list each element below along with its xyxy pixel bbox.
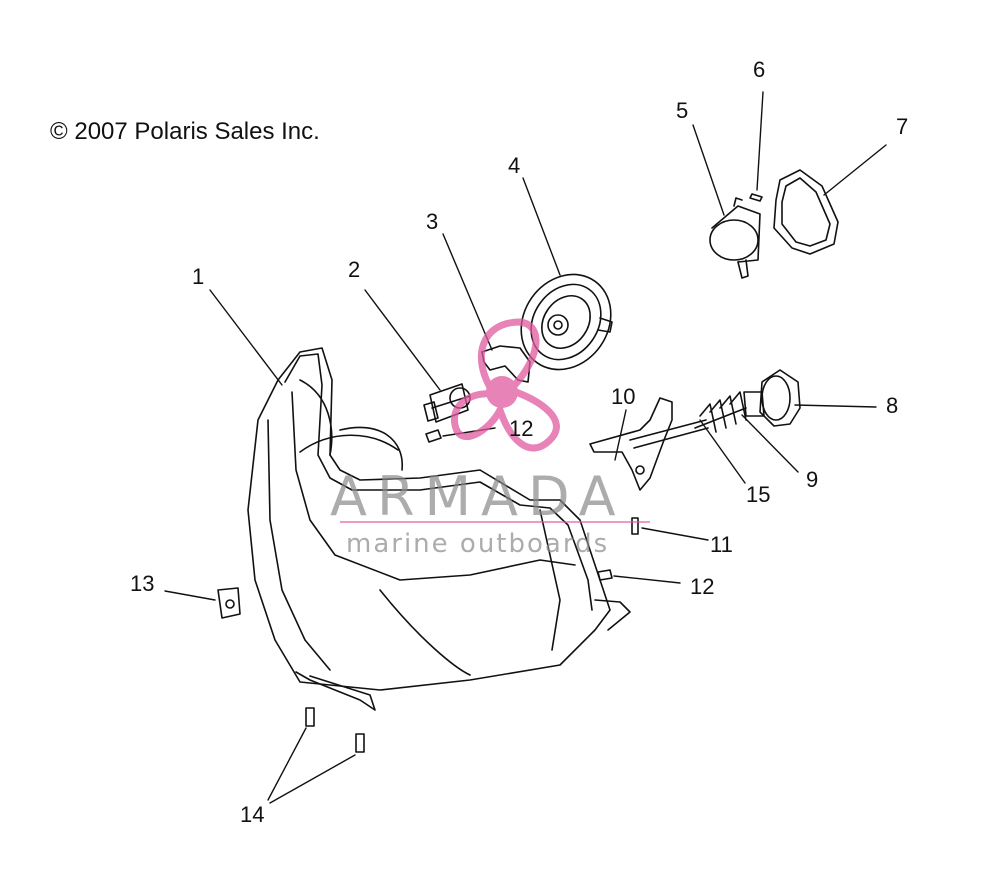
callout-7: 7 [896, 114, 908, 139]
small-screw [749, 193, 763, 202]
small-lamp [709, 197, 761, 279]
copyright-text: © 2007 Polaris Sales Inc. [50, 118, 320, 145]
callout-4: 4 [508, 153, 520, 178]
screw-14-left [305, 707, 315, 727]
watermark-subtitle: marine outboards [346, 529, 609, 559]
callout-10: 10 [611, 384, 635, 409]
callout-15: 15 [746, 482, 770, 507]
retaining-spring [481, 345, 531, 383]
watermark-title: ARMADA [330, 465, 626, 528]
callout-labels: 1 2 3 4 5 6 7 8 9 10 11 12 12 13 14 15 [130, 57, 908, 827]
leader-lines [164, 91, 887, 804]
adjuster-knob [743, 369, 801, 427]
screw-12-lower [597, 569, 613, 581]
screw-12-upper [425, 429, 442, 443]
callout-5: 5 [676, 98, 688, 123]
screw-11 [631, 517, 639, 535]
callout-6: 6 [753, 57, 765, 82]
callout-11: 11 [710, 532, 733, 557]
adjuster-bracket [589, 397, 709, 491]
headlight-housing [247, 347, 631, 711]
callout-12-upper: 12 [509, 416, 533, 441]
watermark-logo [451, 318, 560, 452]
adjuster-spring [694, 391, 747, 433]
callout-2: 2 [348, 257, 360, 282]
reflector-cover [520, 273, 613, 371]
clip-nut [217, 587, 241, 619]
callout-1: 1 [192, 264, 204, 289]
callout-13: 13 [130, 571, 154, 596]
callout-14: 14 [240, 802, 264, 827]
callout-9: 9 [806, 467, 818, 492]
screw-14-right [355, 733, 365, 753]
propeller-icon [451, 318, 560, 452]
callout-8: 8 [886, 393, 898, 418]
callout-12-lower: 12 [690, 574, 714, 599]
callout-3: 3 [426, 209, 438, 234]
gasket-ring [773, 169, 839, 255]
